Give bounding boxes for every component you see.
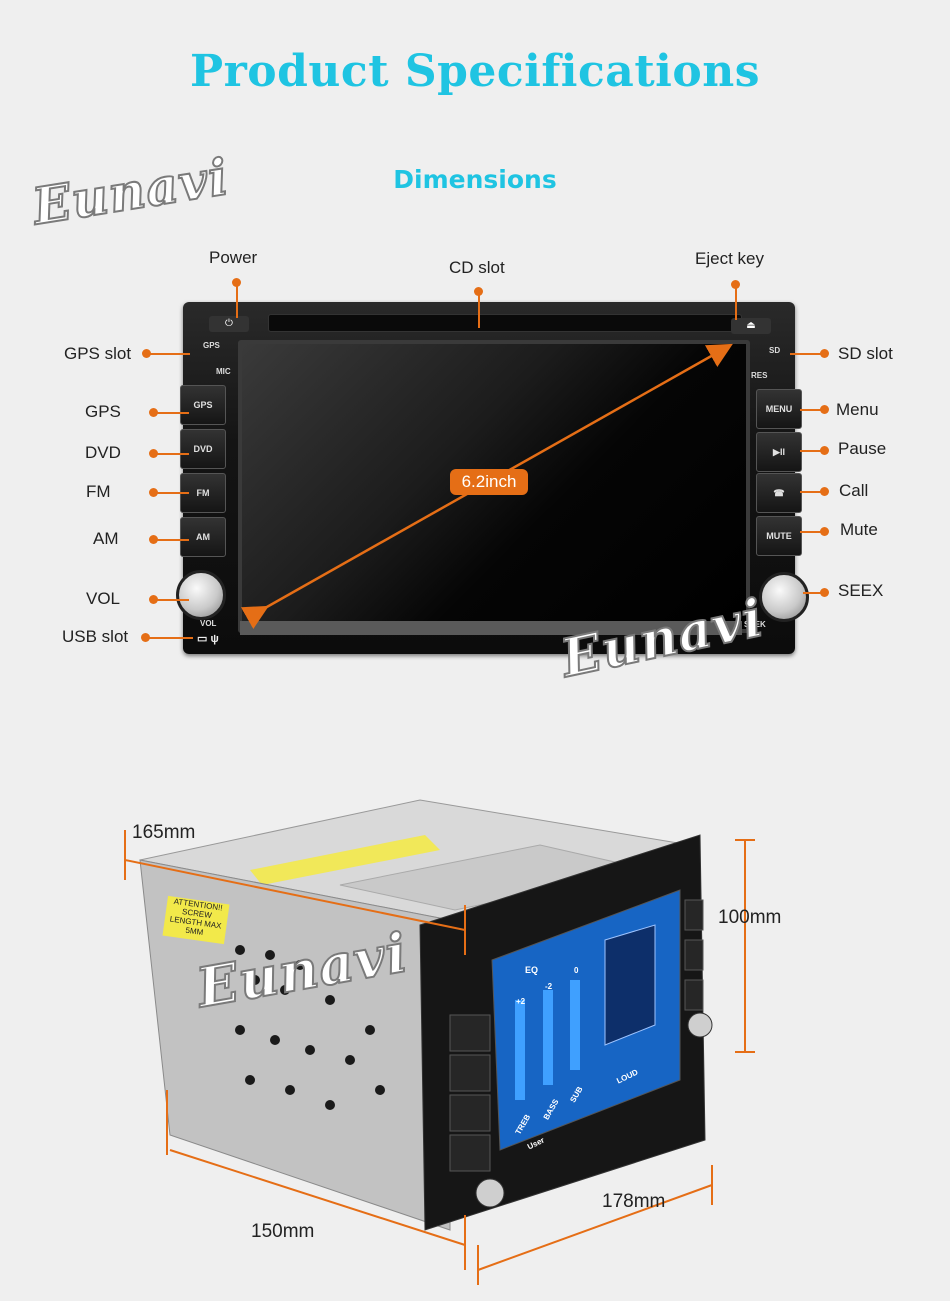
callout-seex: SEEX (838, 581, 884, 600)
eq-value-sub: 0 (574, 966, 579, 975)
am-button[interactable]: AM (180, 517, 226, 557)
mute-button[interactable]: MUTE (756, 516, 802, 556)
callout-line (790, 353, 822, 355)
seek-knob[interactable] (759, 572, 809, 622)
callout-dot (820, 487, 829, 496)
callout-line (153, 599, 189, 601)
callout-sd-slot: SD slot (838, 344, 893, 363)
callout-line (800, 491, 822, 493)
callout-line (803, 592, 822, 594)
callout-line (800, 531, 822, 533)
screen-size-badge: 6.2inch (450, 469, 528, 495)
callout-gps-slot: GPS slot (64, 344, 132, 363)
callout-eject-key: Eject key (695, 249, 764, 268)
res-device-label: RES (751, 371, 768, 380)
power-button[interactable]: ⏻ (209, 316, 249, 332)
callout-gps: GPS (85, 402, 121, 421)
dvd-button[interactable]: DVD (180, 429, 226, 469)
callout-line (153, 453, 189, 455)
callout-fm: FM (86, 482, 111, 501)
callout-line (153, 412, 189, 414)
call-button[interactable]: ☎ (756, 473, 802, 513)
callout-power: Power (209, 248, 258, 267)
callout-line (145, 637, 193, 639)
eq-label: EQ (525, 965, 539, 975)
callout-line (236, 282, 238, 318)
dim-body-width: 150mm (251, 1221, 315, 1242)
gps-button[interactable]: GPS (180, 385, 226, 425)
attention-sticker: ATTENTION!! SCREW LENGTH MAX 5MM (162, 895, 230, 945)
usb-icon: ▭ ψ (197, 633, 219, 645)
callout-dot (232, 278, 241, 287)
callout-am: AM (93, 529, 119, 548)
vol-device-label: VOL (200, 619, 217, 628)
callout-dot (474, 287, 483, 296)
dim-front-width: 178mm (602, 1191, 666, 1212)
callout-line (800, 450, 822, 452)
pause-button[interactable]: ▶II (756, 432, 802, 472)
callout-dvd: DVD (85, 443, 121, 462)
gps-device-label: GPS (203, 341, 220, 350)
sd-device-label: SD (769, 346, 781, 355)
callout-dot (820, 405, 829, 414)
menu-button[interactable]: MENU (756, 389, 802, 429)
callout-menu: Menu (836, 400, 879, 419)
seek-device-label: SEEK (744, 620, 766, 629)
callout-line (800, 409, 822, 411)
callout-dot (820, 349, 829, 358)
callout-vol: VOL (86, 589, 121, 608)
callout-pause: Pause (838, 439, 887, 458)
callout-dot (820, 588, 829, 597)
callout-dot (731, 280, 740, 289)
callout-line (735, 286, 737, 320)
callout-line (153, 539, 189, 541)
callout-dot (820, 527, 829, 536)
callout-line (153, 492, 189, 494)
volume-knob[interactable] (176, 570, 226, 620)
callout-line (146, 353, 190, 355)
callout-usb-slot: USB slot (62, 627, 129, 646)
callout-line (478, 292, 480, 328)
callout-cd-slot: CD slot (449, 258, 505, 277)
eq-value-bass: -2 (545, 982, 553, 991)
unit-perspective-view (124, 799, 755, 1285)
eject-button[interactable]: ⏏ (731, 318, 771, 334)
page-title: Product Specifications (190, 46, 760, 97)
mic-device-label: MIC (216, 367, 231, 376)
callout-mute: Mute (840, 520, 878, 539)
dim-height: 100mm (718, 907, 782, 928)
callout-dot (820, 446, 829, 455)
section-title: Dimensions (393, 165, 557, 194)
dim-depth: 165mm (132, 822, 196, 843)
callout-call: Call (839, 481, 869, 500)
eq-value-treb: +2 (516, 997, 526, 1006)
